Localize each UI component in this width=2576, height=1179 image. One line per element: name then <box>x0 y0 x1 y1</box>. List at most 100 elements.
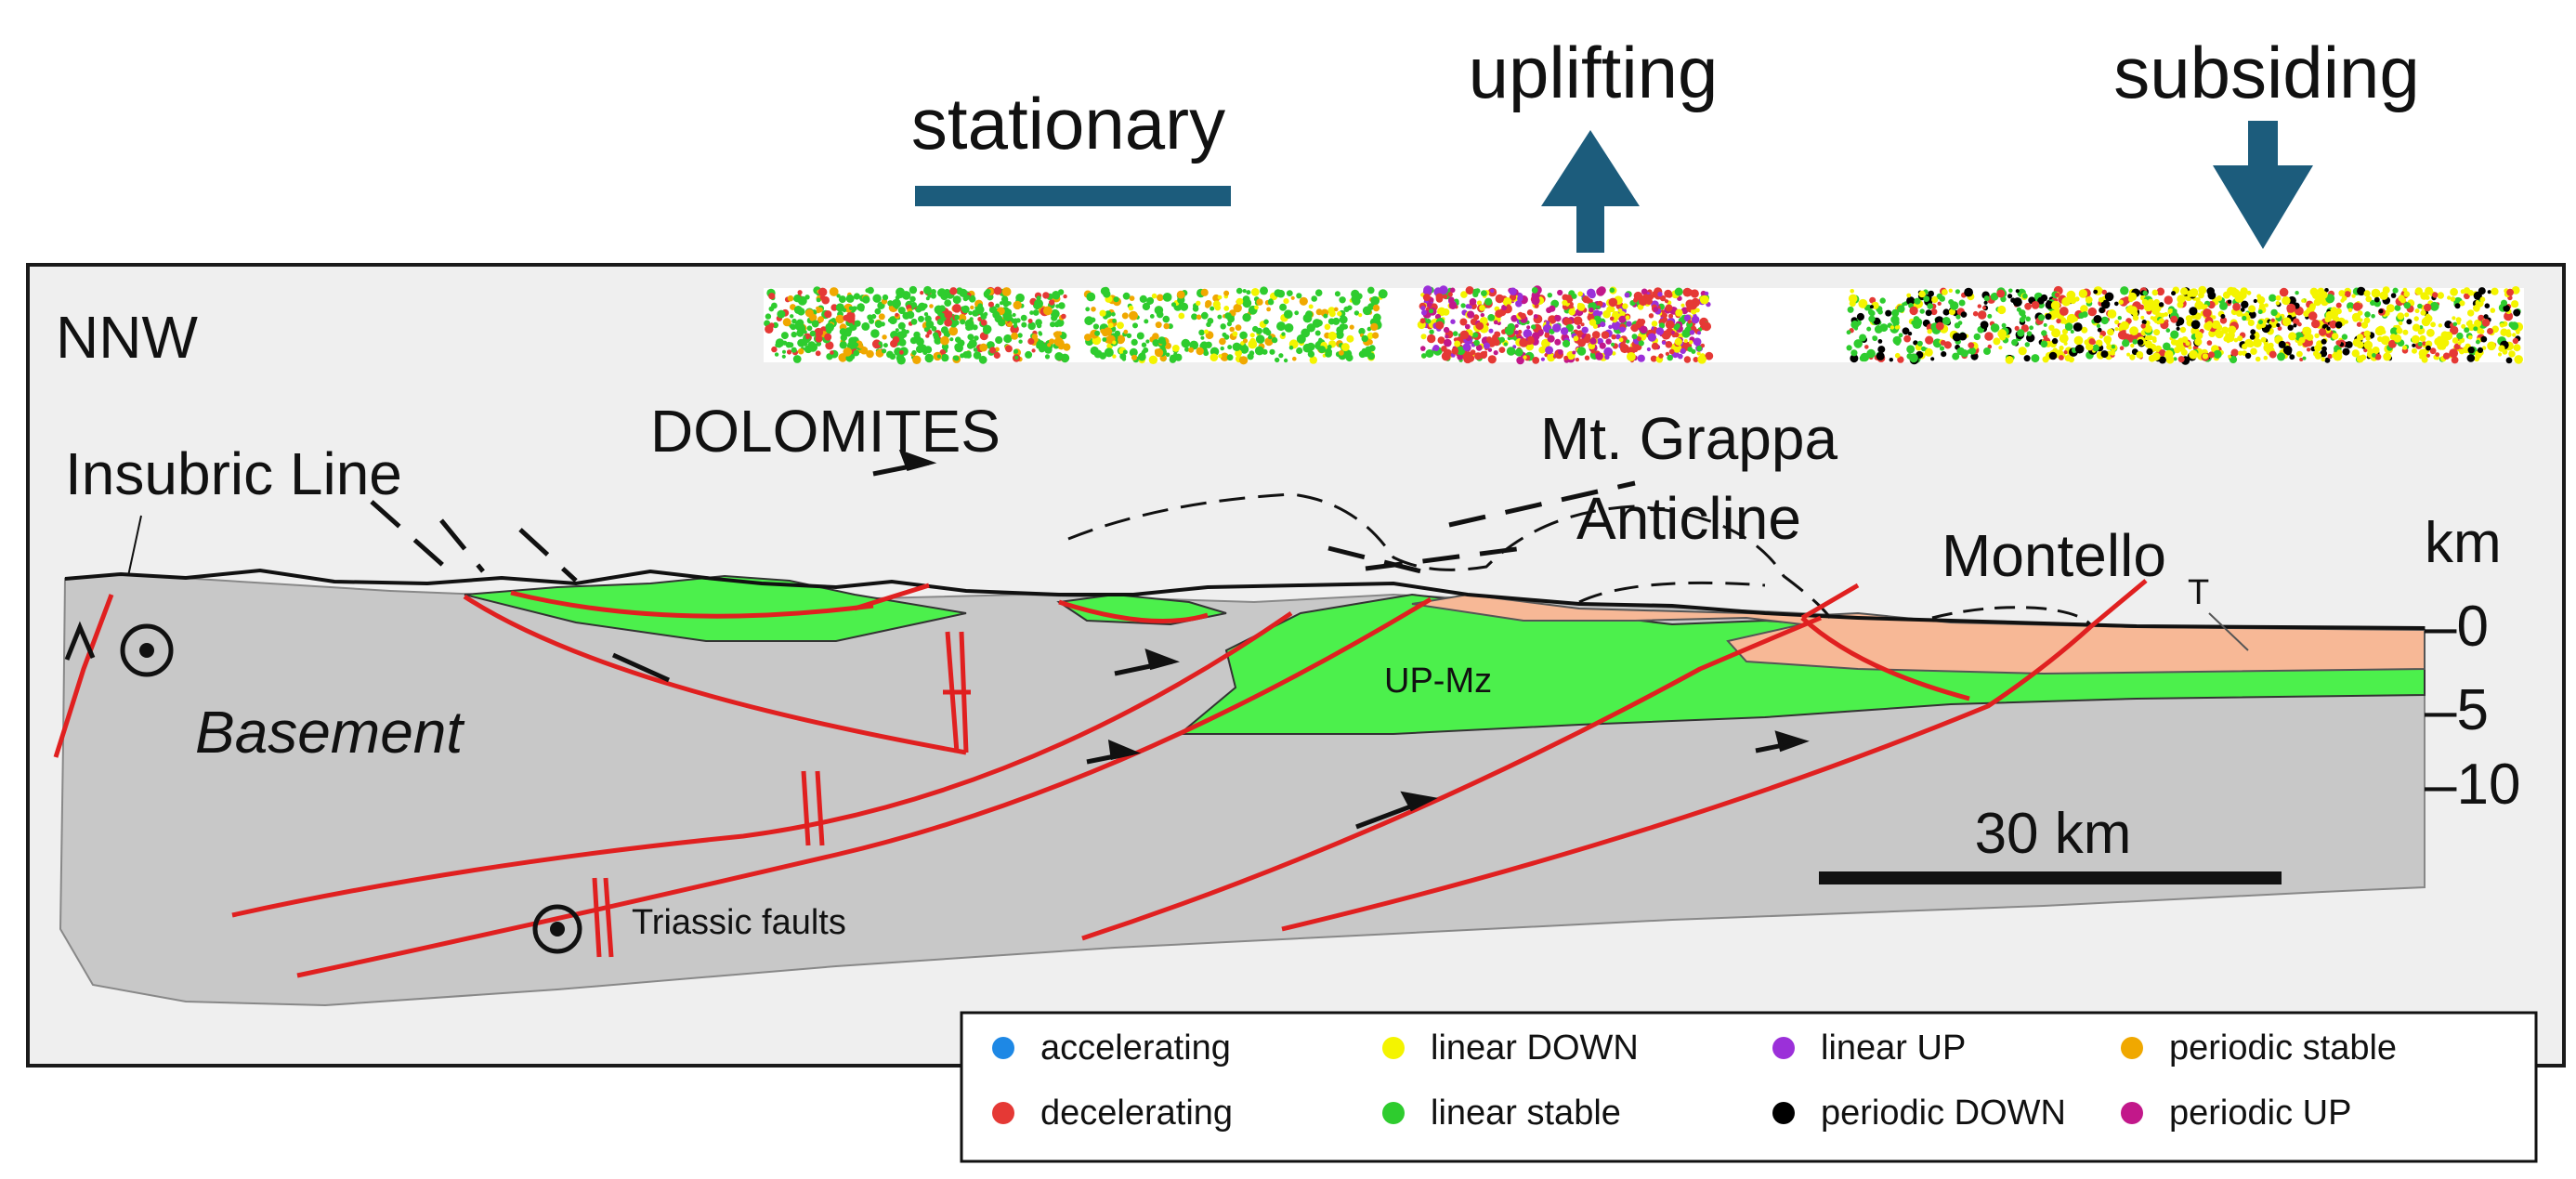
measurement-point <box>1429 297 1434 302</box>
measurement-point <box>1680 347 1686 354</box>
measurement-point <box>1366 326 1372 332</box>
measurement-point <box>1236 287 1243 295</box>
measurement-point <box>819 295 826 301</box>
measurement-point <box>960 319 966 325</box>
measurement-point <box>2298 336 2306 344</box>
measurement-point <box>878 341 883 346</box>
measurement-point <box>2351 349 2360 358</box>
measurement-point <box>1544 333 1550 338</box>
measurement-point <box>1052 291 1061 300</box>
measurement-point <box>1647 333 1656 342</box>
measurement-point <box>1665 341 1673 348</box>
measurement-point <box>1105 310 1112 318</box>
measurement-point <box>1420 346 1426 351</box>
measurement-point <box>941 353 949 362</box>
measurement-point <box>2017 329 2025 337</box>
measurement-point <box>1188 347 1195 353</box>
measurement-point <box>2379 291 2388 300</box>
measurement-point <box>1653 307 1659 312</box>
measurement-point <box>1562 339 1571 347</box>
measurement-point <box>2257 309 2263 315</box>
measurement-point <box>2074 344 2085 354</box>
measurement-point <box>2447 295 2452 300</box>
measurement-point <box>1470 349 1476 356</box>
measurement-point <box>2514 355 2523 364</box>
measurement-point <box>2144 340 2152 348</box>
measurement-point <box>909 336 918 345</box>
measurement-point <box>1941 351 1947 358</box>
measurement-point <box>968 310 973 316</box>
measurement-point <box>2464 287 2470 295</box>
legend-swatch-5 <box>1772 1102 1795 1124</box>
measurement-point <box>936 318 944 326</box>
measurement-point <box>1427 334 1436 344</box>
measurement-point <box>1547 334 1555 343</box>
legend-swatch-7 <box>2121 1102 2143 1124</box>
measurement-point <box>2138 304 2145 310</box>
measurement-point <box>2098 296 2104 303</box>
measurement-point <box>2477 347 2484 353</box>
measurement-point <box>2237 335 2243 342</box>
measurement-point <box>1152 333 1159 340</box>
measurement-point <box>1314 330 1321 336</box>
measurement-point <box>970 295 975 300</box>
measurement-point <box>1092 323 1099 330</box>
measurement-point <box>1242 295 1250 304</box>
measurement-point <box>1445 334 1449 339</box>
measurement-point <box>1997 329 2007 339</box>
measurement-point <box>1602 309 1611 319</box>
measurement-point <box>1665 351 1669 356</box>
measurement-point <box>1693 337 1702 347</box>
measurement-point <box>1984 332 1994 341</box>
measurement-point <box>1885 309 1892 317</box>
measurement-point <box>1334 307 1339 312</box>
measurement-point <box>895 295 900 300</box>
measurement-point <box>794 321 804 331</box>
measurement-point <box>2402 287 2408 293</box>
measurement-point <box>2142 290 2148 296</box>
measurement-point <box>2073 335 2084 346</box>
measurement-point <box>1459 330 1470 340</box>
measurement-point <box>1853 339 1863 348</box>
measurement-point <box>1980 321 1989 329</box>
measurement-point <box>1889 358 1894 362</box>
measurement-point <box>2249 334 2256 340</box>
measurement-point <box>2452 321 2458 327</box>
measurement-point <box>1219 337 1226 346</box>
measurement-point <box>944 318 952 327</box>
measurement-point <box>2143 302 2153 312</box>
measurement-point <box>2264 303 2269 308</box>
measurement-point <box>1626 321 1632 327</box>
measurement-point <box>816 306 820 310</box>
measurement-point <box>910 318 918 325</box>
measurement-point <box>2270 318 2275 322</box>
measurement-point <box>1210 306 1215 311</box>
legend-label-2: linear DOWN <box>1431 1028 1639 1068</box>
measurement-point <box>1576 303 1586 311</box>
measurement-point <box>1998 346 2003 350</box>
measurement-point <box>830 304 838 311</box>
measurement-point <box>1029 310 1034 315</box>
measurement-point <box>2263 343 2272 353</box>
measurement-point <box>1420 334 1427 340</box>
measurement-point <box>2417 303 2423 309</box>
measurement-point <box>1196 300 1201 306</box>
measurement-point <box>1490 288 1495 294</box>
measurement-point <box>1420 306 1426 311</box>
measurement-point <box>2467 347 2475 354</box>
measurement-point <box>1217 295 1223 300</box>
measurement-point <box>1047 343 1052 347</box>
measurement-point <box>2459 300 2465 307</box>
measurement-point <box>1122 349 1128 355</box>
measurement-point <box>2481 346 2487 350</box>
measurement-point <box>1680 303 1685 308</box>
measurement-point <box>2394 305 2401 311</box>
measurement-point <box>1327 331 1338 341</box>
measurement-point <box>2465 321 2472 327</box>
measurement-point <box>2466 354 2476 362</box>
measurement-point <box>2497 352 2503 357</box>
measurement-point <box>1340 343 1350 352</box>
measurement-point <box>987 301 994 308</box>
measurement-point <box>2181 336 2189 343</box>
measurement-point <box>2302 326 2309 334</box>
